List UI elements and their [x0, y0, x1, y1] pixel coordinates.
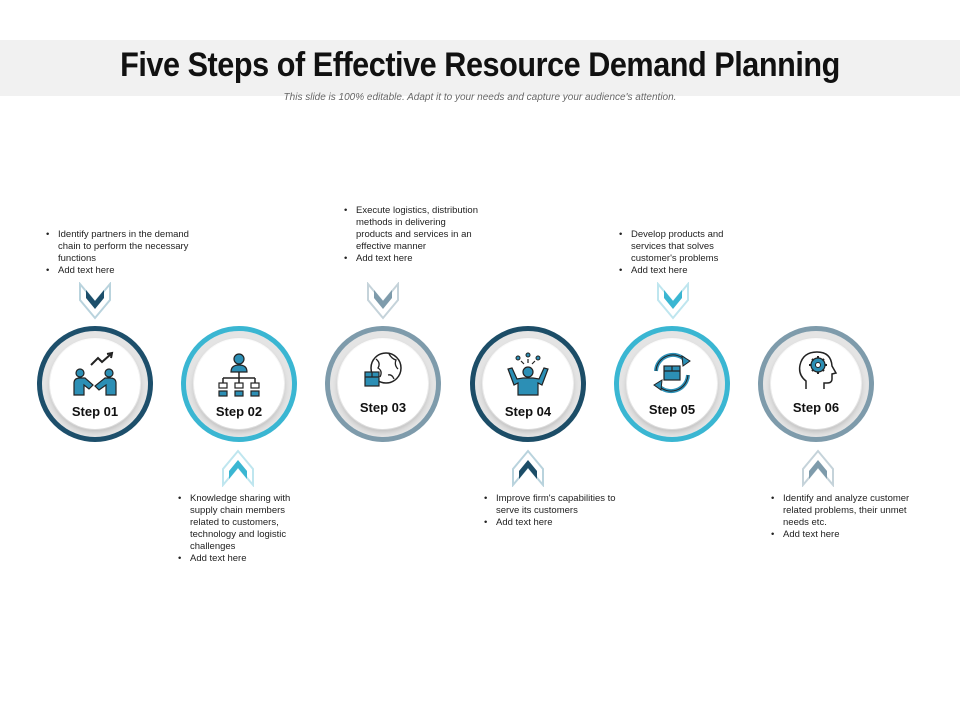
- title-band: [0, 40, 960, 96]
- step-04-notes: Improve firm's capabilities to serve its…: [482, 493, 632, 529]
- chevron-down-icon: [367, 282, 399, 320]
- org-chart-icon: [218, 353, 260, 397]
- page-subtitle: This slide is 100% editable. Adapt it to…: [283, 92, 677, 103]
- list-item: Add text here: [482, 517, 632, 529]
- list-item: Identify and analyze customer related pr…: [769, 493, 919, 529]
- list-item: Add text here: [617, 265, 752, 277]
- handshake-growth-icon: [73, 351, 117, 396]
- list-item: Add text here: [44, 265, 194, 277]
- list-item: Improve firm's capabilities to serve its…: [482, 493, 632, 517]
- step-06-circle: Step 06: [758, 326, 874, 442]
- step-05-circle: Step 05: [614, 326, 730, 442]
- step-01-label: Step 01: [71, 404, 119, 419]
- step-01-inner: [50, 339, 140, 429]
- chevron-up-icon: [802, 449, 834, 487]
- step-02-notes: Knowledge sharing with supply chain memb…: [176, 493, 316, 565]
- list-item: Add text here: [769, 529, 919, 541]
- head-gear-icon: [798, 351, 838, 389]
- list-item: Identify partners in the demand chain to…: [44, 229, 194, 265]
- global-logistics-icon: [364, 352, 402, 387]
- list-item: Develop products and services that solve…: [617, 229, 752, 265]
- step-06-label: Step 06: [792, 400, 840, 415]
- step-03-circle: Step 03: [325, 326, 441, 442]
- step-02-label: Step 02: [215, 404, 263, 419]
- step-01-circle: Step 01: [37, 326, 153, 442]
- step-01-notes: Identify partners in the demand chain to…: [44, 229, 194, 277]
- step-04-label: Step 04: [504, 404, 552, 419]
- chevron-up-icon: [512, 449, 544, 487]
- step-03-label: Step 03: [359, 400, 407, 415]
- list-item: Knowledge sharing with supply chain memb…: [176, 493, 316, 553]
- step-05-label: Step 05: [648, 402, 696, 417]
- step-02-circle: Step 02: [181, 326, 297, 442]
- list-item: Add text here: [176, 553, 316, 565]
- list-item: Add text here: [342, 253, 482, 265]
- chevron-down-icon: [79, 282, 111, 320]
- list-item: Execute logistics, distribution methods …: [342, 205, 482, 253]
- step-06-notes: Identify and analyze customer related pr…: [769, 493, 919, 541]
- step-04-circle: Step 04: [470, 326, 586, 442]
- chevron-up-icon: [222, 449, 254, 487]
- box-cycle-icon: [653, 352, 691, 394]
- person-ideas-icon: [507, 352, 549, 396]
- step-03-notes: Execute logistics, distribution methods …: [342, 205, 482, 265]
- step-05-notes: Develop products and services that solve…: [617, 229, 752, 277]
- chevron-down-icon: [657, 282, 689, 320]
- page-title: Five Steps of Effective Resource Demand …: [120, 46, 840, 84]
